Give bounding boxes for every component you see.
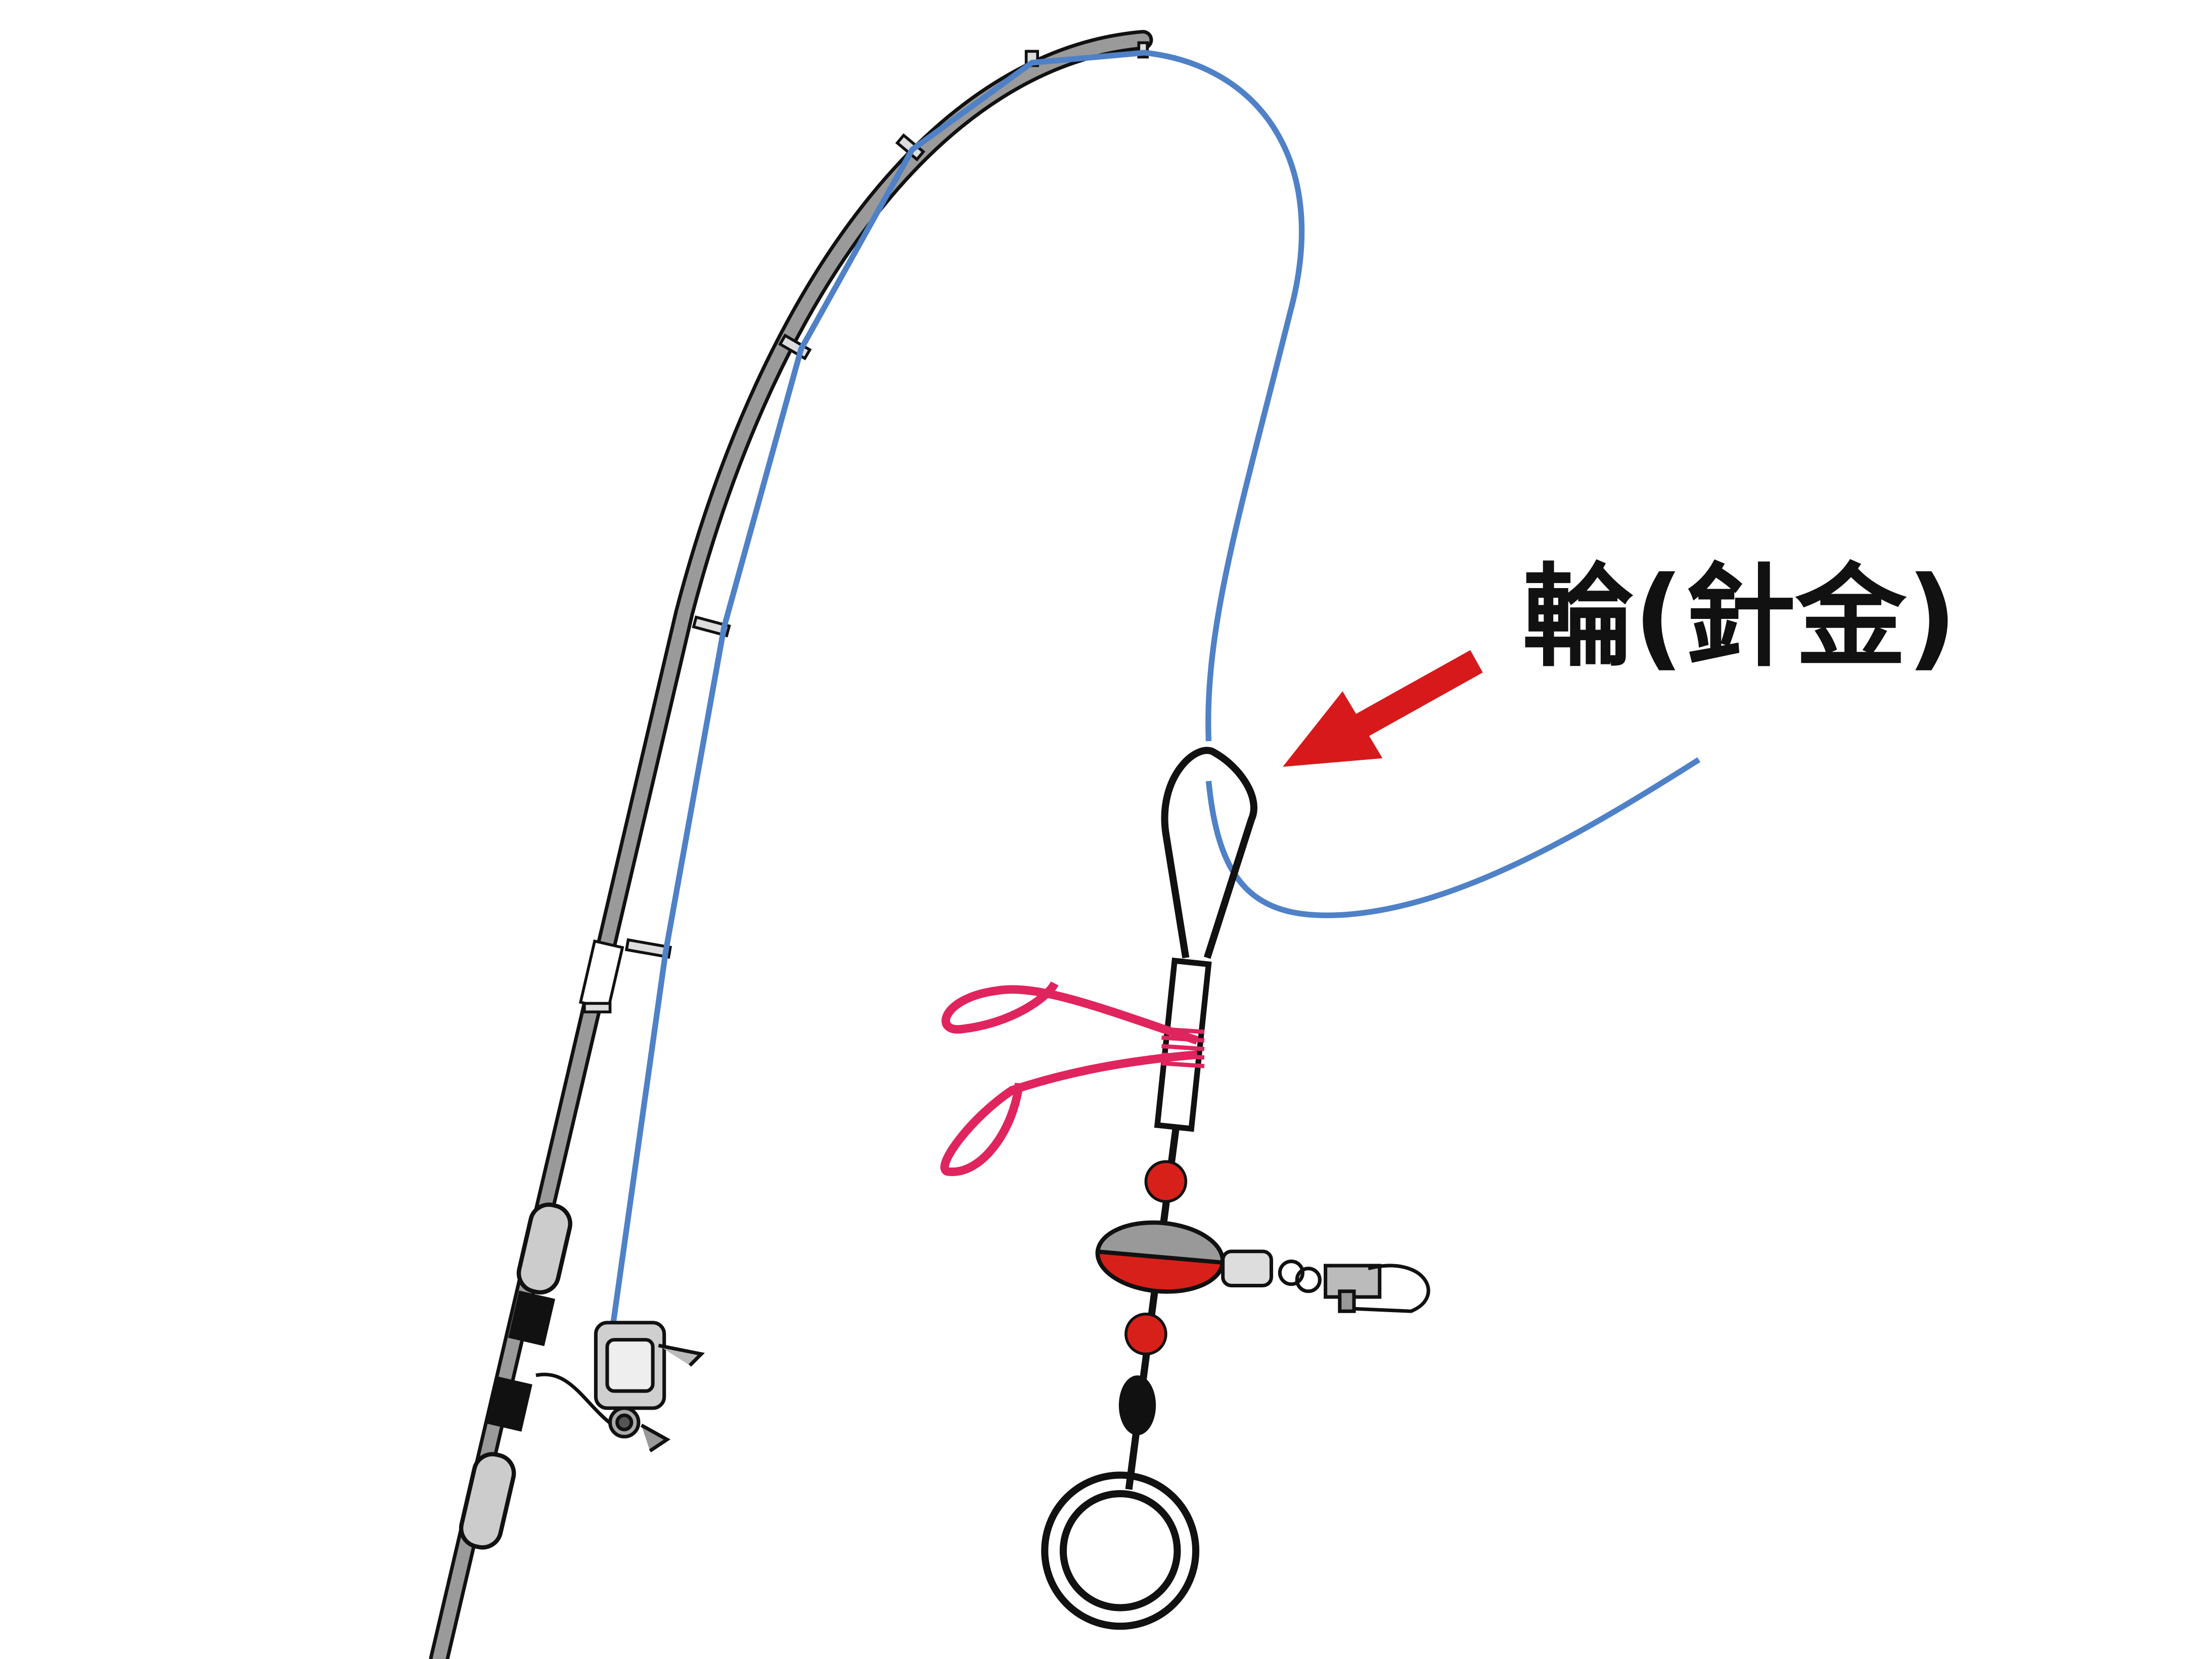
float-sinker (1095, 1220, 1225, 1294)
fishing-rod (429, 30, 1153, 1659)
bead-upper (1144, 1160, 1188, 1203)
rod-guides (583, 41, 1149, 1014)
wire-sleeve (1154, 957, 1212, 1132)
ring-outer (1041, 1471, 1200, 1630)
red-arrow-icon (1283, 650, 1483, 767)
black-sinker (1118, 1375, 1156, 1436)
rubber-wrap (1161, 1026, 1205, 1068)
fishing-line (610, 50, 1305, 1326)
bead-lower (1124, 1313, 1167, 1356)
wire-loop (1161, 747, 1257, 959)
wire-loop-label: 輪(針金) (1522, 553, 1958, 682)
fishing-line-through-loop (1205, 757, 1701, 918)
ring-inner (1059, 1490, 1181, 1611)
reel-seat-lower (485, 1376, 532, 1432)
rubber-loops (940, 981, 1205, 1176)
reel-seat-upper (508, 1290, 556, 1347)
grip-upper (516, 1202, 572, 1295)
swivel-snap-icon (1221, 1249, 1430, 1313)
spinning-reel-icon (535, 1321, 705, 1453)
rod-white-band (578, 939, 624, 1011)
grip-lower (459, 1452, 516, 1550)
